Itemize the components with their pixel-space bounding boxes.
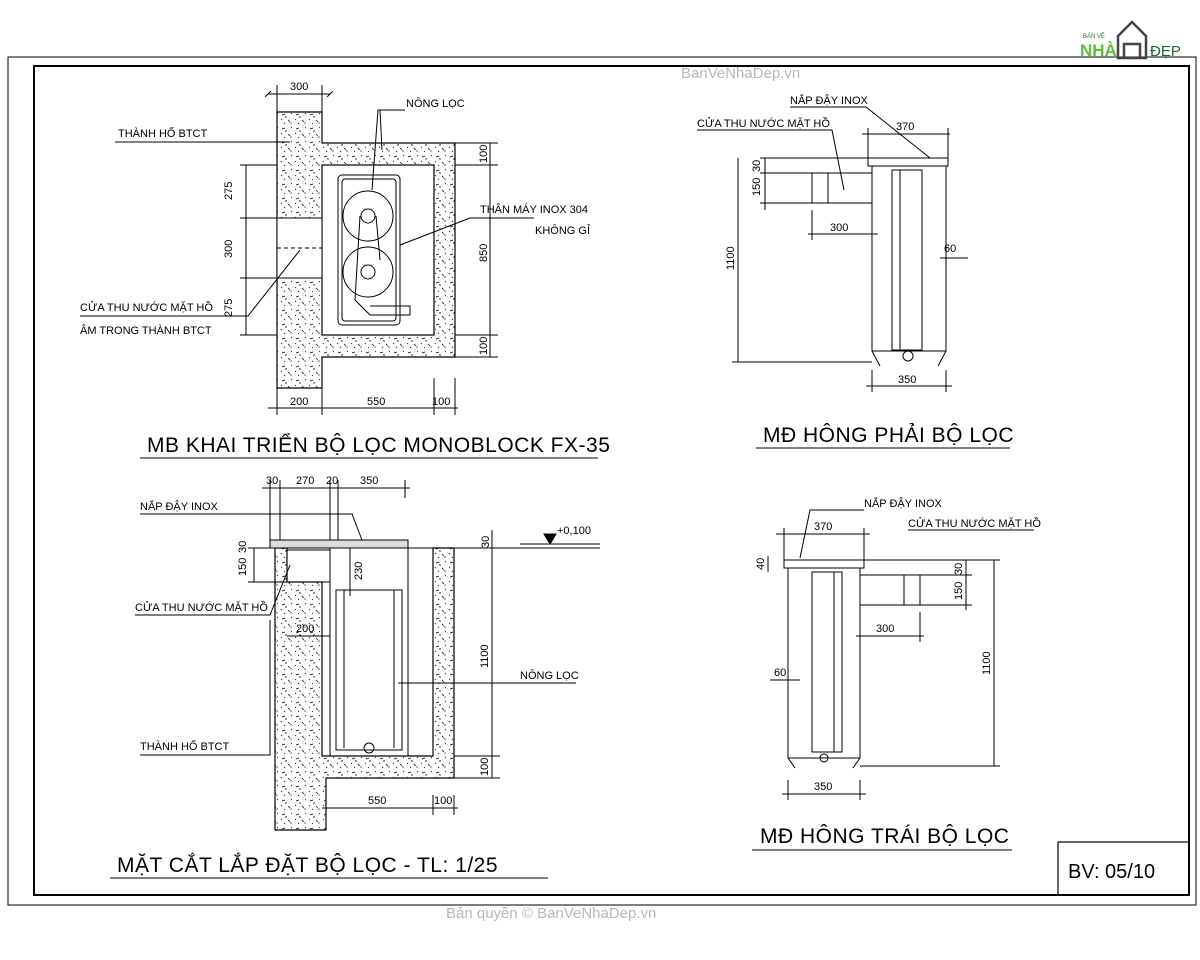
left-dim-bottom: 350 bbox=[814, 781, 832, 793]
plan-view bbox=[80, 85, 534, 415]
right-label-skimmer: CỬA THU NƯỚC MẶT HỒ bbox=[697, 117, 830, 130]
section-dim-t1: 30 bbox=[266, 475, 278, 487]
plan-dim-left-b: 300 bbox=[223, 240, 235, 258]
left-elevation bbox=[767, 509, 1034, 800]
section-texts: 30 270 20 350 NẮP ĐẬY INOX +0,100 30 150… bbox=[110, 475, 591, 879]
outer-frame bbox=[7, 56, 1197, 906]
plan-label-body1: THÂN MÁY INOX 304 bbox=[480, 203, 588, 216]
plan-label-wall: THÀNH HỐ BTCT bbox=[118, 126, 208, 140]
sheet-number: BV: 05/10 bbox=[1068, 861, 1155, 883]
right-dim-h-a: 150 bbox=[751, 178, 763, 196]
left-label-lid: NẮP ĐẬY INOX bbox=[864, 497, 943, 510]
plan-dim-right-c: 100 bbox=[478, 337, 490, 355]
right-elevation-texts: NẮP ĐẬY INOX CỬA THU NƯỚC MẶT HỒ 370 150… bbox=[697, 94, 1014, 449]
plan-label-body2: KHÔNG GỈ bbox=[535, 224, 590, 237]
plan-dim-left-c: 275 bbox=[223, 299, 235, 317]
section-dim-h-b: 30 bbox=[237, 541, 249, 553]
plan-pit bbox=[321, 164, 435, 336]
plan-dim-left-a: 275 bbox=[223, 182, 235, 200]
left-dim-lid-h: 40 bbox=[755, 558, 767, 570]
section-lid bbox=[269, 539, 409, 549]
plan-label-basket: NÔNG LỌC bbox=[406, 97, 465, 110]
plan-dim-bottom-b: 550 bbox=[367, 396, 385, 408]
section-filter-body bbox=[329, 547, 409, 757]
section-label-basket: NÔNG LỌC bbox=[520, 669, 579, 682]
right-title: MĐ HÔNG PHẢI BỘ LỌC bbox=[763, 424, 1014, 447]
right-dim-pipe: 300 bbox=[830, 222, 848, 234]
section-dim-t4: 350 bbox=[360, 475, 378, 487]
section-level: +0,100 bbox=[557, 525, 591, 537]
section-dim-t2: 270 bbox=[296, 475, 314, 487]
house-icon bbox=[1116, 20, 1148, 60]
section-dim-inner: 230 bbox=[353, 562, 365, 580]
plan-label-skimmer2: ÂM TRONG THÀNH BTCT bbox=[80, 324, 212, 337]
section-label-lid: NẮP ĐẬY INOX bbox=[140, 500, 219, 513]
section-dim-wall: 200 bbox=[296, 623, 314, 635]
section-skimmer bbox=[286, 549, 331, 583]
logo-right: ĐẸP bbox=[1150, 43, 1181, 60]
plan-texts: 300 275 300 275 100 850 100 200 550 100 … bbox=[80, 81, 610, 459]
right-lid bbox=[867, 157, 949, 167]
right-dim-height: 1100 bbox=[725, 246, 737, 270]
section-label-skimmer: CỬA THU NƯỚC MẶT HỒ bbox=[135, 601, 268, 614]
left-dim-h-a: 150 bbox=[953, 582, 965, 600]
right-skimmer-pipe bbox=[811, 172, 873, 204]
left-lid bbox=[783, 559, 865, 569]
section-view bbox=[135, 480, 600, 831]
right-body bbox=[871, 165, 947, 352]
right-dim-bottom: 350 bbox=[898, 374, 916, 386]
plan-basket-bottom bbox=[342, 246, 394, 298]
section-dim-bottom-a: 550 bbox=[368, 795, 386, 807]
right-dim-side: 60 bbox=[944, 243, 956, 255]
left-title: MĐ HÔNG TRÁI BỘ LỌC bbox=[760, 825, 1009, 848]
section-label-wall: THÀNH HỐ BTCT bbox=[140, 739, 230, 753]
left-body bbox=[787, 567, 861, 759]
plan-dim-right-b: 850 bbox=[478, 244, 490, 262]
watermark-top: BanVeNhaDep.vn bbox=[681, 65, 800, 82]
logo: BẢN VẼ NHÀ ĐẸP bbox=[1080, 20, 1181, 60]
left-dim-height: 1100 bbox=[981, 651, 993, 675]
right-dim-h-b: 30 bbox=[751, 160, 763, 172]
section-title: MẶT CẮT LẮP ĐẶT BỘ LỌC - TL: 1/25 bbox=[117, 853, 498, 877]
section-dim-t3: 20 bbox=[326, 475, 338, 487]
right-dim-top: 370 bbox=[896, 121, 914, 133]
left-dim-pipe: 300 bbox=[876, 623, 894, 635]
right-elevation bbox=[697, 106, 968, 392]
section-dim-right-top: 30 bbox=[480, 536, 492, 548]
section-dim-bottom-b: 100 bbox=[434, 795, 452, 807]
plan-label-skimmer1: CỬA THU NƯỚC MẶT HỒ bbox=[80, 301, 213, 314]
plan-dim-bottom-a: 200 bbox=[290, 396, 308, 408]
left-dim-h-b: 30 bbox=[953, 563, 965, 575]
section-dim-h-a: 150 bbox=[237, 558, 249, 576]
plan-dim-bottom-c: 100 bbox=[432, 396, 450, 408]
plan-filter-body bbox=[337, 174, 401, 326]
logo-caption: BẢN VẼ bbox=[1083, 33, 1105, 40]
sheet-number-box bbox=[1057, 841, 1190, 896]
section-dim-base: 100 bbox=[479, 758, 491, 776]
inner-frame bbox=[33, 65, 1190, 896]
watermark-bottom: Bản quyền © BanVeNhaDep.vn bbox=[446, 905, 656, 922]
left-dim-side: 60 bbox=[774, 667, 786, 679]
left-elevation-texts: NẮP ĐẬY INOX CỬA THU NƯỚC MẶT HỒ 370 40 … bbox=[752, 497, 1041, 851]
logo-left: NHÀ bbox=[1080, 41, 1117, 60]
right-label-lid: NẮP ĐẬY INOX bbox=[790, 94, 869, 107]
section-dim-height: 1100 bbox=[479, 644, 491, 668]
plan-dim-right-a: 100 bbox=[478, 145, 490, 163]
left-dim-top: 370 bbox=[814, 521, 832, 533]
plan-basket-top bbox=[342, 190, 394, 242]
left-label-skimmer: CỬA THU NƯỚC MẶT HỒ bbox=[908, 517, 1041, 530]
plan-title: MB KHAI TRIỂN BỘ LỌC MONOBLOCK FX-35 bbox=[147, 434, 610, 457]
plan-dim-top: 300 bbox=[290, 81, 308, 93]
left-skimmer-pipe bbox=[859, 574, 921, 606]
